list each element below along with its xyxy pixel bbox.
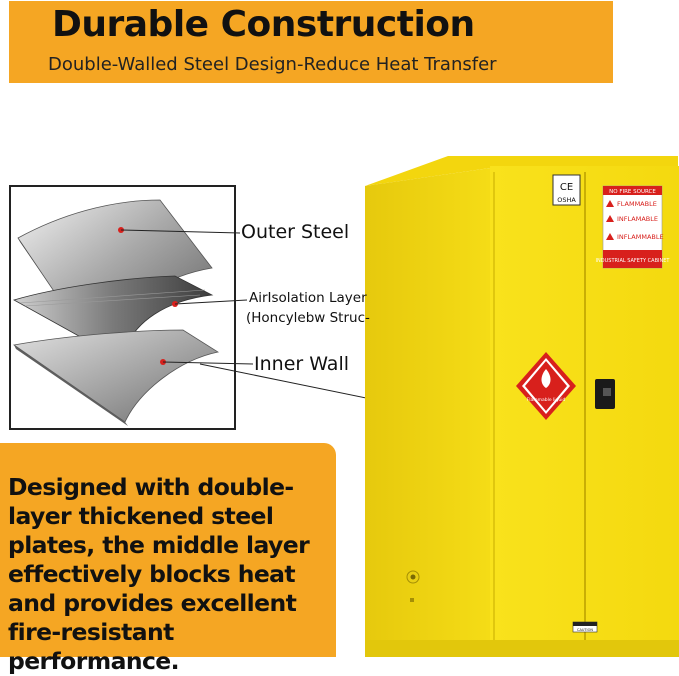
warning-inflammable: INFLAMMABLE [617,233,664,241]
diamond-label: Flammable liquid [527,397,566,403]
inner-wall-plate [12,329,220,426]
safety-cabinet [365,156,679,657]
description-callout [0,443,336,657]
header-banner [9,1,613,83]
ce-mark: CE [560,182,573,193]
page-subtitle: Double-Walled Steel Design-Reduce Heat T… [48,54,497,75]
caution-sticker: CAUTION [572,621,598,633]
warning-inflamable: INFLAMABLE [617,215,658,223]
warning-label: NO FIRE SOURCE FLAMMABLE INFLAMABLE INFL… [596,185,671,269]
safety-cabinet-label: INDUSTRIAL SAFETY CABINET [596,258,671,264]
caution-text: CAUTION [577,628,593,632]
ce-osha-plaque: CE OSHA [552,174,581,206]
flame-icon [541,369,551,388]
inner-wall-label: Inner Wall [254,353,349,375]
description-text: Designed with double-layer thickened ste… [8,473,310,675]
air-isolation-label: AirIsolation Layer [249,290,367,306]
page-title: Durable Construction [52,4,475,45]
flammable-diamond: Flammable liquid [516,352,576,420]
illustration: CE OSHA NO FIRE SOURCE FLAMMABLE INFLAMA… [12,156,679,657]
air-isolation-sublabel: (Honcylebw Struc- [246,310,370,326]
outer-steel-label: Outer Steel [241,221,350,243]
warning-header: NO FIRE SOURCE [609,189,656,195]
osha-mark: OSHA [557,196,576,204]
warning-flammable: FLAMMABLE [617,200,657,208]
